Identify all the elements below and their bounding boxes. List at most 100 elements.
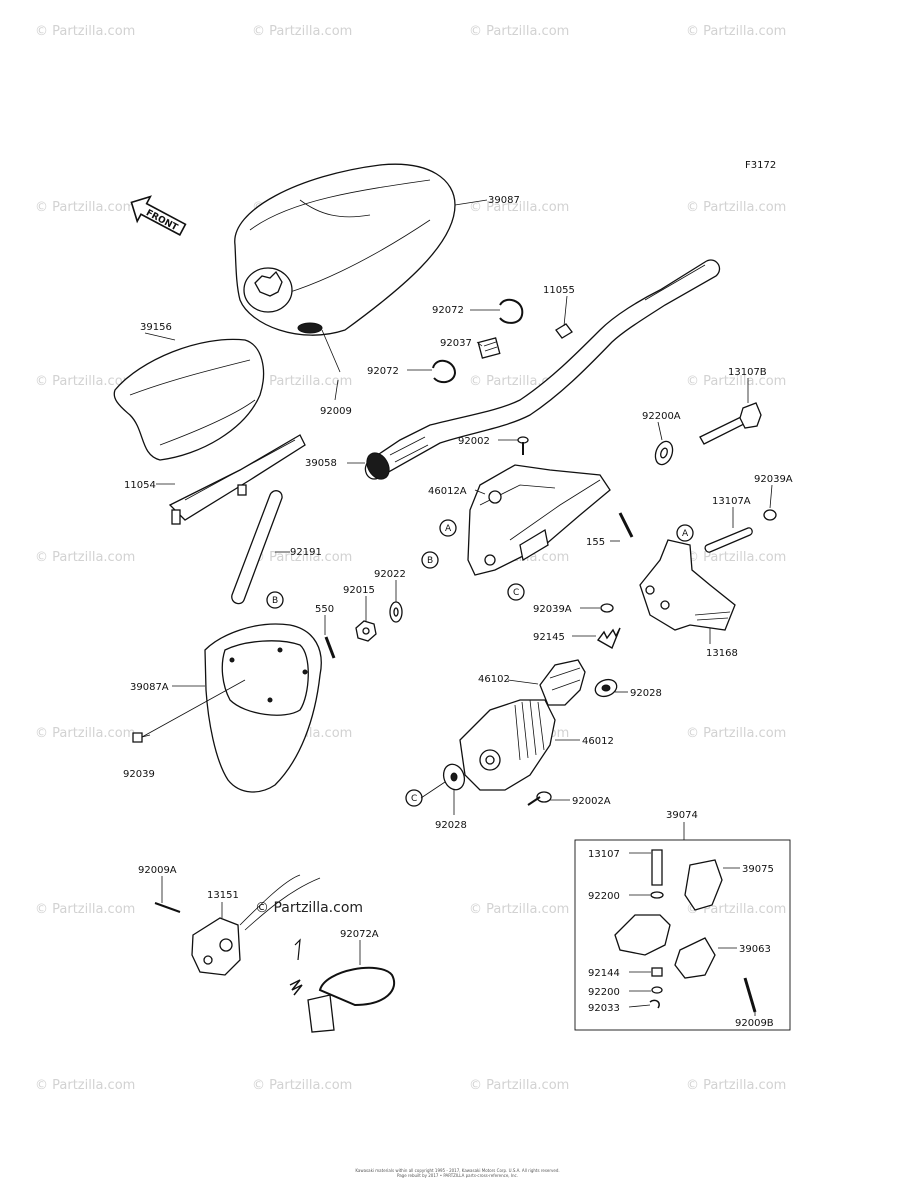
reference-mark-c: C [507, 583, 525, 601]
part-label: 92145 [533, 632, 565, 643]
part-92200A-washer [654, 440, 674, 466]
reference-mark-a: A [439, 519, 457, 537]
part-92028-washer-bottom [442, 763, 466, 791]
part-label: 92200 [588, 891, 620, 902]
front-direction-arrow: FRONT [130, 195, 187, 236]
watermark: © Partzilla.com [35, 1078, 136, 1093]
part-46012-clamp-lower [459, 699, 556, 791]
part-92039A-mid-screw [600, 603, 614, 613]
center-watermark: © Partzilla.com [255, 900, 364, 916]
watermark: © Partzilla.com [686, 200, 787, 215]
watermark: © Partzilla.com [35, 24, 136, 39]
part-label: 39087A [130, 682, 169, 693]
svg-text:B: B [427, 556, 433, 566]
part-92072-clamp-mid [432, 359, 457, 384]
part-label: 92028 [435, 820, 467, 831]
part-92009A-screw [154, 902, 181, 913]
watermark: © Partzilla.com [686, 24, 787, 39]
part-label: 92191 [290, 547, 322, 558]
part-92039A-screw [763, 509, 777, 521]
part-92191-rod [231, 490, 283, 605]
part-11054-bracket [168, 434, 306, 525]
part-39058-handlebar [364, 259, 721, 480]
part-label: 92072A [340, 929, 379, 940]
part-label: 92037 [440, 338, 472, 349]
part-label: 46102 [478, 674, 510, 685]
part-label: 39074 [666, 810, 698, 821]
part-label: 13151 [207, 890, 239, 901]
part-label: 550 [315, 604, 334, 615]
part-label: 92039A [533, 604, 572, 615]
part-92072A-clamp-band [289, 938, 396, 1033]
part-label: 92002 [458, 436, 490, 447]
part-label: 46012 [582, 736, 614, 747]
watermark: © Partzilla.com [35, 200, 136, 215]
watermark: © Partzilla.com [35, 726, 136, 741]
part-46102-block [539, 659, 586, 706]
watermark: © Partzilla.com [252, 1078, 353, 1093]
part-label: 13168 [706, 648, 738, 659]
part-label: 46012A [428, 486, 467, 497]
part-label: 92015 [343, 585, 375, 596]
watermark: © Partzilla.com [686, 726, 787, 741]
watermark: © Partzilla.com [252, 550, 353, 565]
part-39156-pad [113, 338, 265, 461]
part-label: 39058 [305, 458, 337, 469]
svg-text:A: A [445, 524, 452, 534]
watermark: © Partzilla.com [469, 200, 570, 215]
watermark: © Partzilla.com [252, 374, 353, 389]
part-92037-guide [477, 337, 501, 359]
svg-text:C: C [411, 794, 417, 804]
part-label: 13107B [728, 367, 767, 378]
watermark: © Partzilla.com [469, 1078, 570, 1093]
watermark: © Partzilla.com [686, 550, 787, 565]
svg-text:C: C [513, 588, 519, 598]
part-92015-nut [355, 620, 377, 642]
svg-text:A: A [682, 529, 689, 539]
part-11055-clip [555, 323, 573, 339]
footer-copyright: Kawasaki materials within all copyright … [355, 1168, 560, 1178]
part-92002-bolt [517, 436, 529, 455]
leader-lines [141, 199, 773, 1016]
part-92072-clamp-top [499, 298, 524, 324]
part-13107A-pin [704, 527, 753, 553]
watermark: © Partzilla.com [686, 1078, 787, 1093]
drawing-id: F3172 [745, 160, 777, 171]
svg-text:B: B [272, 596, 278, 606]
watermark: © Partzilla.com [469, 902, 570, 917]
part-label: 11055 [543, 285, 575, 296]
part-label: 92002A [572, 796, 611, 807]
part-labels: 39087 39156 92009 11054 92191 39087A 920… [123, 195, 793, 1029]
part-label: 92022 [374, 569, 406, 580]
part-13107B-bolt [699, 402, 762, 445]
reference-mark-c: C [405, 789, 423, 807]
part-label: 92028 [630, 688, 662, 699]
watermark: © Partzilla.com [35, 374, 136, 389]
part-label: 92200 [588, 987, 620, 998]
part-92145-spring [596, 627, 621, 650]
part-39087-cover [234, 163, 456, 336]
part-label: 155 [586, 537, 605, 548]
part-label: 92009A [138, 865, 177, 876]
part-label: 39087 [488, 195, 520, 206]
reference-mark-b: B [266, 591, 284, 609]
part-label: 92200A [642, 411, 681, 422]
reference-mark-b: B [421, 551, 439, 569]
part-label: 92072 [432, 305, 464, 316]
part-label: 92009 [320, 406, 352, 417]
watermark: © Partzilla.com [35, 902, 136, 917]
part-13168-bracket [639, 539, 736, 631]
part-label: 92039 [123, 769, 155, 780]
part-label: 11054 [124, 480, 156, 491]
part-92028-washer-right [594, 678, 618, 698]
part-label: 13107 [588, 849, 620, 860]
watermark: © Partzilla.com [686, 374, 787, 389]
part-label: 92072 [367, 366, 399, 377]
reference-mark-a: A [676, 524, 694, 542]
part-label: 92033 [588, 1003, 620, 1014]
part-92002A-bolt [527, 791, 552, 806]
part-label: 39075 [742, 864, 774, 875]
part-label: 92144 [588, 968, 620, 979]
kit-box-39074 [574, 822, 791, 1031]
